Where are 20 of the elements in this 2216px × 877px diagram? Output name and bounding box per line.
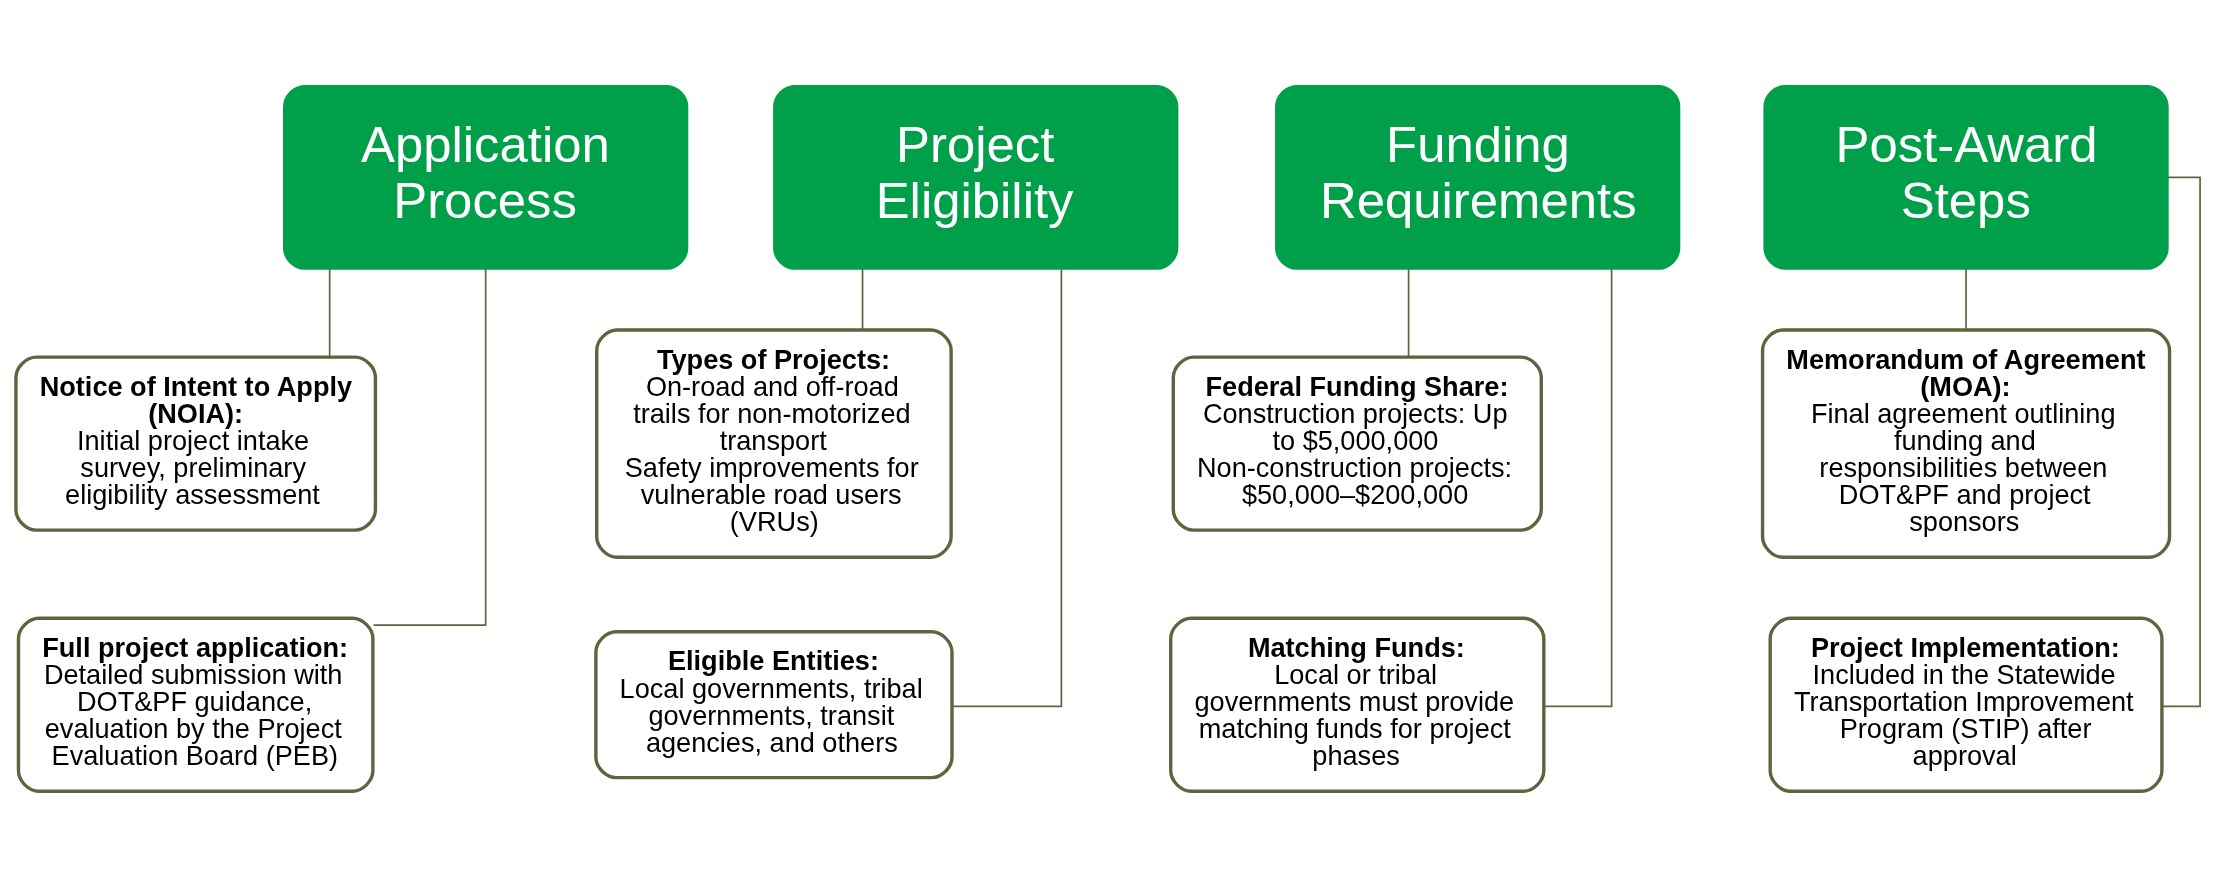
node-box: Memorandum of Agreement (MOA): Final agreement outlining funding and responsibilities between DOT&PF and project sponsors [1760, 328, 2172, 559]
node-box: Project Implementation: Included in the Statewide Transportation Improvement Program (STIP) after approval [1768, 616, 2164, 793]
connector [1543, 268, 1613, 708]
node-box: Eligible Entities: Local governments, tribal governments, transit agencies, and others [594, 630, 954, 780]
connector [1965, 268, 1967, 331]
node-box: Notice of Intent to Apply (NOIA): Initial project intake survey, preliminary eligibility assessment [14, 355, 378, 532]
node-box: Federal Funding Share: Construction projects: Up to $5,000,000 Non-construction projects: $50,000–$200,000 [1171, 355, 1543, 532]
connector [861, 268, 864, 331]
node-box: Post-Award Steps [1763, 84, 2169, 270]
node-box: Funding Requirements [1275, 84, 1681, 270]
node-box: Application Process [283, 84, 689, 270]
connector [1407, 268, 1410, 358]
connector [328, 268, 331, 358]
node-box: Types of Projects: On-road and off-road trails for non-motorized transport Safety improvements for vulnerable road users (VRUs) [595, 328, 953, 559]
connector [951, 268, 1063, 708]
node-box: Full project application: Detailed submission with DOT&PF guidance, evaluation by the Project Evaluation Board (PEB) [16, 616, 375, 793]
connector [2161, 176, 2201, 708]
node-box: Matching Funds: Local or tribal governments must provide matching funds for project phases [1169, 616, 1546, 793]
connector [372, 268, 487, 626]
node-box: Project Eligibility [773, 84, 1179, 270]
